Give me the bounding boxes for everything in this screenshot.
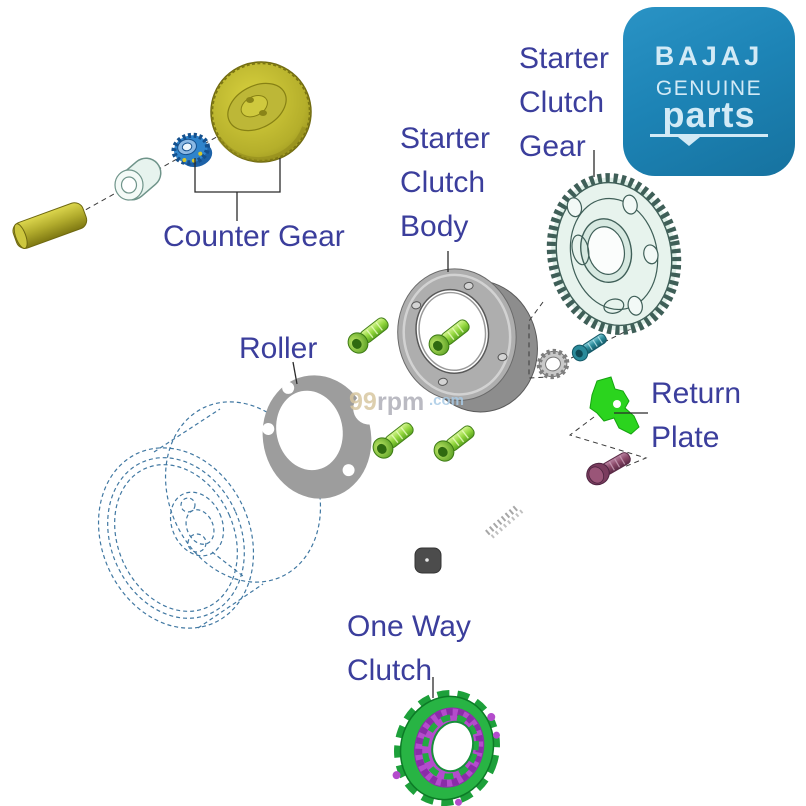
label-line: Gear [519, 130, 586, 163]
watermark-99: 99 [349, 388, 377, 416]
label-line: Counter Gear [163, 220, 345, 253]
logo-underline [650, 134, 768, 146]
pinion-gear-drawing [171, 132, 213, 168]
roller-plate-drawing [262, 375, 386, 499]
return-plate-drawing [589, 376, 640, 435]
set-bolt-drawing [571, 333, 607, 362]
label-return-plate: Return Plate [651, 372, 741, 460]
starter-clutch-gear-drawing [546, 173, 682, 335]
label-line: Return [651, 377, 742, 410]
watermark: 99 rpm .com [349, 388, 464, 416]
label-line: Roller [239, 332, 318, 365]
logo-genuine-text: GENUINE [655, 77, 763, 100]
bushing-drawing [114, 157, 162, 201]
label-one-way-clutch: One Way Clutch [347, 605, 471, 693]
label-line: Starter [519, 42, 610, 75]
shaft-pin-drawing [12, 202, 88, 249]
star-washer-drawing [536, 348, 570, 380]
spring-drawing [485, 504, 524, 539]
label-starter-clutch-body: Starter Clutch Body [400, 117, 490, 249]
watermark-rpm: rpm [377, 388, 424, 416]
counter-gear-drawing [210, 61, 312, 163]
pivot-bolt-drawing [586, 452, 631, 486]
label-line: Clutch [400, 166, 486, 199]
counter-gear-leader [194, 158, 281, 221]
roller-leader [292, 361, 298, 385]
roller-pin-drawing [414, 547, 442, 574]
label-line: Body [400, 210, 469, 243]
label-line: Clutch [347, 654, 433, 687]
watermark-com: .com [429, 392, 464, 409]
one-way-clutch-drawing [392, 689, 500, 806]
return-plate-dashed-lines [568, 416, 648, 468]
bajaj-genuine-parts-logo: BAJAJ GENUINE parts [623, 7, 795, 176]
label-roller: Roller [239, 327, 317, 371]
label-starter-clutch-gear: Starter Clutch Gear [519, 37, 609, 169]
logo-parts-text: parts [662, 94, 756, 135]
logo-brand-text: BAJAJ [654, 41, 764, 71]
logo-chevron-down-icon [678, 137, 700, 146]
flywheel-drawing [97, 401, 322, 629]
label-line: Starter [400, 122, 491, 155]
label-line: Plate [651, 421, 720, 454]
label-line: Clutch [519, 86, 605, 119]
label-line: One Way [347, 610, 471, 643]
label-counter-gear: Counter Gear [163, 215, 345, 259]
